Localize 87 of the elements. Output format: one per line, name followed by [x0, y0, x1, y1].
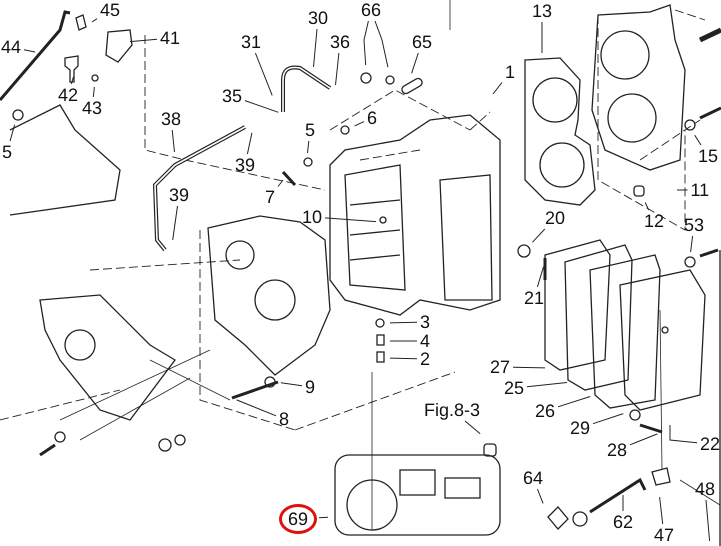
leader-line — [130, 38, 158, 42]
leader-line — [622, 494, 624, 512]
leader-line — [644, 202, 650, 210]
callout-number: 64 — [522, 468, 544, 488]
leader-line — [280, 382, 302, 386]
callout-number: 9 — [304, 377, 316, 397]
callout-number: 35 — [221, 86, 244, 106]
leader-line — [307, 140, 310, 154]
leader-line — [390, 322, 418, 324]
callout-number: 69 — [279, 504, 318, 534]
leader-line — [558, 396, 591, 408]
callout-number: 45 — [99, 0, 122, 20]
leader-line — [411, 52, 419, 74]
leader-line — [512, 366, 546, 368]
callout-number: 28 — [606, 440, 628, 460]
callout-number: 29 — [569, 418, 592, 438]
leader-line — [592, 413, 624, 424]
callout-number: 66 — [360, 0, 382, 20]
leader-line — [694, 134, 702, 146]
callout-number: 48 — [694, 479, 716, 499]
callout-number: 5 — [1, 142, 14, 162]
callout-number: 53 — [683, 215, 706, 235]
leader-line — [335, 52, 340, 86]
leader-line — [354, 121, 364, 126]
leader-line — [536, 266, 544, 288]
callout-number: 12 — [643, 211, 666, 231]
callout-number: 44 — [0, 37, 22, 57]
leader-line — [324, 217, 376, 222]
callout-number: 5 — [304, 120, 316, 140]
leader-line — [246, 132, 252, 154]
callout-number: 36 — [329, 32, 352, 52]
leader-line — [536, 488, 544, 504]
callout-number: 3 — [419, 312, 432, 332]
callout-number: 10 — [301, 207, 324, 227]
leader-line — [254, 52, 273, 96]
callout-number: 42 — [57, 85, 80, 105]
callout-number: 26 — [534, 401, 556, 421]
callout-number: 8 — [278, 409, 290, 429]
callout-number: 25 — [503, 378, 526, 398]
callout-number: 21 — [523, 288, 546, 308]
callout-number: 22 — [699, 434, 721, 454]
callout-number: 4 — [419, 331, 432, 351]
leader-line — [690, 236, 694, 252]
callout-number: 1 — [504, 62, 516, 82]
callout-number: 47 — [653, 525, 676, 545]
leader-line — [492, 82, 502, 94]
leader-line — [172, 130, 175, 152]
leader-line — [464, 420, 481, 434]
callout-number: 38 — [160, 109, 182, 129]
callout-number: 39 — [234, 155, 256, 175]
leader-line — [24, 49, 36, 52]
leader-line — [10, 124, 16, 142]
leader-line — [390, 358, 418, 360]
leader-line — [630, 433, 658, 446]
callout-number: 6 — [366, 108, 378, 128]
callout-number: 65 — [411, 32, 434, 52]
callout-number: 31 — [240, 32, 262, 52]
leader-line — [244, 100, 279, 113]
leader-line — [706, 500, 710, 542]
leader-line — [526, 382, 568, 388]
leader-line — [278, 180, 284, 187]
callout-number: 43 — [81, 98, 104, 118]
leader-line — [318, 516, 328, 518]
callout-number: Fig.8-3 — [423, 400, 482, 420]
leader-line — [236, 399, 276, 416]
callout-number: 15 — [697, 146, 720, 166]
callout-number: 62 — [612, 512, 634, 532]
callout-number: 30 — [307, 8, 330, 28]
callout-number: 13 — [531, 1, 554, 21]
leader-line — [313, 28, 318, 68]
callout-number: 39 — [168, 185, 190, 205]
leader-line — [70, 76, 74, 84]
callout-number: 7 — [264, 187, 276, 207]
leader-line — [172, 206, 178, 240]
leader-line — [92, 18, 98, 22]
callout-number: 11 — [690, 180, 710, 200]
leader-line — [532, 228, 546, 243]
leader-line — [670, 424, 698, 444]
callout-number: 2 — [419, 349, 432, 369]
leader-line — [374, 20, 388, 68]
leader-line — [364, 20, 369, 66]
leader-line — [659, 496, 664, 524]
callout-number: 20 — [544, 208, 566, 228]
callout-number: 27 — [489, 357, 512, 377]
leader-line — [92, 86, 95, 98]
callout-number: 41 — [159, 28, 182, 48]
leader-line — [390, 340, 418, 342]
